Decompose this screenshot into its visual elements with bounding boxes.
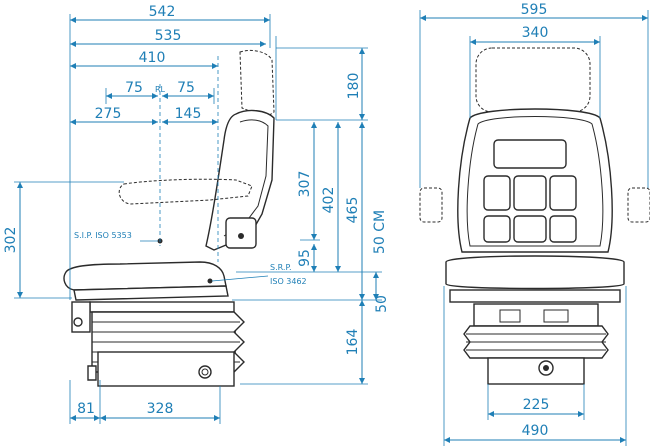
side-view-seat [63, 49, 275, 387]
dim-rl: RL [155, 85, 166, 94]
front-bellows-folds [466, 333, 606, 351]
srp-point [207, 278, 213, 284]
front-adjust-knob-center [543, 365, 549, 371]
adjust-knob [198, 365, 212, 379]
dim-225: 225 [523, 397, 550, 413]
slide-lever [73, 317, 83, 327]
front-base [487, 357, 585, 385]
pad-low-center [513, 215, 547, 243]
seat-cushion [63, 261, 227, 291]
dim-275: 275 [95, 106, 122, 122]
note-iso3462: ISO 3462 [270, 277, 307, 286]
dim-75-right: 75 [177, 80, 195, 96]
dim-465: 465 [345, 197, 361, 224]
pad-top [493, 139, 567, 169]
front-headrest-dashed [475, 47, 591, 113]
dim-50cm: 50 CM [372, 210, 388, 254]
suspension-top-plate [89, 301, 235, 313]
pad-mid-right [549, 175, 577, 211]
front-seat-frame [449, 289, 621, 303]
pad-low-left [483, 215, 511, 243]
dim-307: 307 [297, 171, 313, 198]
dim-95: 95 [297, 249, 313, 267]
dim-180: 180 [346, 73, 362, 100]
slide-rail [71, 301, 91, 333]
mechanism-block-right [543, 309, 569, 323]
dim-490: 490 [522, 423, 549, 439]
dim-81: 81 [77, 401, 95, 417]
dim-542: 542 [149, 4, 176, 20]
dim-535: 535 [155, 28, 182, 44]
dim-402: 402 [321, 187, 337, 214]
headrest-outline-dashed [239, 49, 275, 117]
bellows-folds [92, 321, 240, 363]
dim-340: 340 [522, 25, 549, 41]
hinge-bolt [238, 233, 244, 239]
backrest-pads [483, 139, 577, 243]
armrest-outline-dashed [118, 178, 253, 205]
dim-75-left: 75 [125, 80, 143, 96]
dim-164: 164 [345, 329, 361, 356]
adjust-knob-inner [201, 368, 209, 376]
dim-410: 410 [139, 50, 166, 66]
dim-595: 595 [521, 2, 548, 18]
front-armrest-left-dashed [419, 187, 443, 223]
pad-low-right [549, 215, 577, 243]
note-srp: S.R.P. [270, 263, 292, 272]
pad-mid-left [483, 175, 511, 211]
dim-50: 50 [374, 295, 390, 313]
front-view-dimensions: 595 340 225 490 [419, 2, 649, 446]
dim-302: 302 [3, 227, 19, 254]
dim-328: 328 [147, 401, 174, 417]
weight-lever [87, 365, 97, 381]
mechanism-block-left [499, 309, 521, 323]
dim-145: 145 [175, 106, 202, 122]
note-sip: S.I.P. ISO 5353 [74, 231, 132, 240]
front-mechanism [473, 303, 599, 327]
front-seat-cushion [445, 255, 625, 290]
seat-frame [73, 285, 229, 301]
pad-mid-center [513, 175, 547, 211]
front-armrest-right-dashed [627, 187, 650, 223]
front-view-seat [419, 47, 650, 385]
suspension-base [97, 351, 235, 387]
front-backrest-contour [466, 116, 604, 247]
backrest-contour [223, 119, 269, 237]
backrest [205, 109, 275, 251]
side-view-dimensions: 542 535 410 75 RL 75 275 145 180 307 [3, 4, 390, 424]
